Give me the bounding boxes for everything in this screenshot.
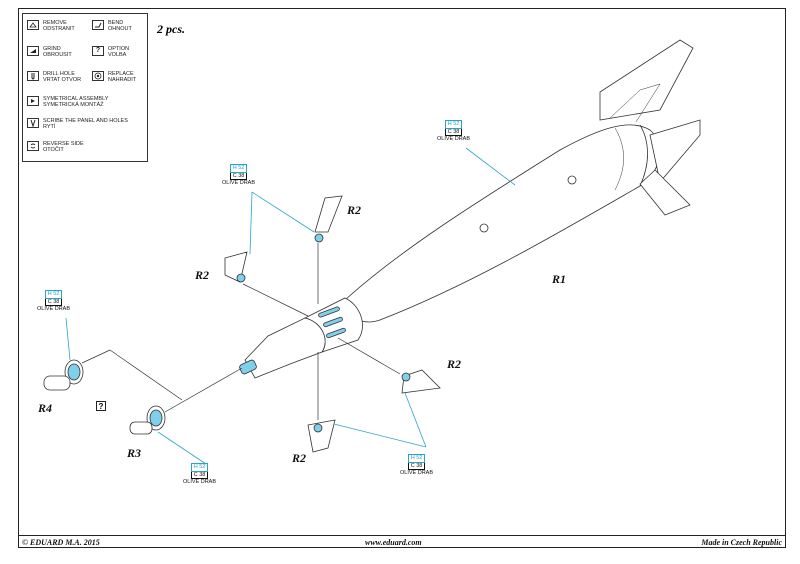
legend-label-cz: NAHRADIT [108,77,137,83]
bomb-nose [239,317,326,379]
bomb-collar [303,297,363,353]
legend-label-cz: ODSTRANIT [43,26,75,32]
part-label-r2-bottom: R2 [292,451,307,465]
paint-code-c: C 38 [444,128,463,136]
part-label-r2-left: R2 [195,268,210,282]
option-icon: ? [96,401,106,411]
paint-code-h: H 52 [190,463,209,472]
legend-label-cz: OTOČIT [43,147,64,153]
paint-name: OLIVE DRAB [183,479,217,485]
bend-icon [92,20,104,30]
fin-r2-right [401,369,441,394]
legend-label: BEND [108,20,124,26]
part-label-r1: R1 [552,272,567,286]
paint-callout-r3: H 52 C 38 OLIVE DRAB [183,463,216,486]
instruction-sheet-frame [18,8,786,548]
paint-code-c: C 38 [229,172,248,180]
legend-label-cz: OBROUSIT [43,52,72,58]
drill-icon [27,71,39,81]
footer-origin: Made in Czech Republic [701,538,782,547]
quantity-title: 2 pcs. [157,22,185,36]
reverse-icon [27,141,39,151]
footer-divider [18,535,786,536]
legend-label-cz: VRTAT OTVOR [43,77,82,83]
part-label-r3: R3 [127,446,142,460]
scribe-icon [27,118,39,128]
paint-code-h: H 52 [229,164,248,173]
legend-label-cz: RYTÍ [43,124,56,130]
paint-callout-r4: H 52 C 38 OLIVE DRAB [37,290,70,313]
legend-label: REPLACE [108,71,134,77]
paint-code-c: C 38 [407,462,426,470]
paint-leaders [65,147,516,465]
legend-label: REMOVE [43,20,67,26]
remove-icon [27,20,39,30]
fin-r2-bottom [307,419,336,453]
fuse-r3 [129,405,166,435]
legend-label: GRIND [43,46,61,52]
part-label-r2-right: R2 [447,357,462,371]
legend-label: SYMETRICAL ASSEMBLY [43,96,109,102]
legend-label-cz: VOLBA [108,52,127,58]
assembly-lines [81,243,401,420]
paint-name: OLIVE DRAB [37,306,71,312]
fin-r2-top [314,195,343,243]
paint-callout-body: H 52 C 38 OLIVE DRAB [437,120,470,143]
legend-label: REVERSE SIDE [43,141,84,147]
paint-name: OLIVE DRAB [437,136,471,142]
replace-icon [92,71,104,81]
paint-code-h: H 52 [444,120,463,129]
legend-label-cz: SYMETRICKÁ MONTÁŽ [43,102,104,108]
paint-name: OLIVE DRAB [222,180,256,186]
legend-label-cz: OHNOUT [108,26,132,32]
bomb-body-r1 [344,39,701,323]
paint-callout-fins-top: H 52 C 38 OLIVE DRAB [222,164,255,187]
paint-code-h: H 52 [407,454,426,463]
part-label-r2-top: R2 [347,203,362,217]
part-label-r4: R4 [38,401,53,415]
symmetrical-icon [27,96,39,106]
footer-website: www.eduard.com [365,538,422,547]
grind-icon [27,46,39,56]
legend-label: OPTION [108,46,130,52]
footer-copyright: © EDUARD M.A. 2015 [22,538,100,547]
paint-code-h: H 52 [44,290,63,299]
option-icon: ? [92,46,104,56]
paint-callout-fins-bottom: H 52 C 38 OLIVE DRAB [400,454,433,477]
fuse-r4 [43,359,84,391]
paint-code-c: C 38 [44,298,63,306]
paint-code-c: C 38 [190,471,209,479]
legend-label: DRILL HOLE [43,71,75,77]
fin-r2-left [224,251,248,283]
legend-label: SCRIBE THE PANEL AND HOLES [43,118,128,124]
paint-name: OLIVE DRAB [400,470,434,476]
